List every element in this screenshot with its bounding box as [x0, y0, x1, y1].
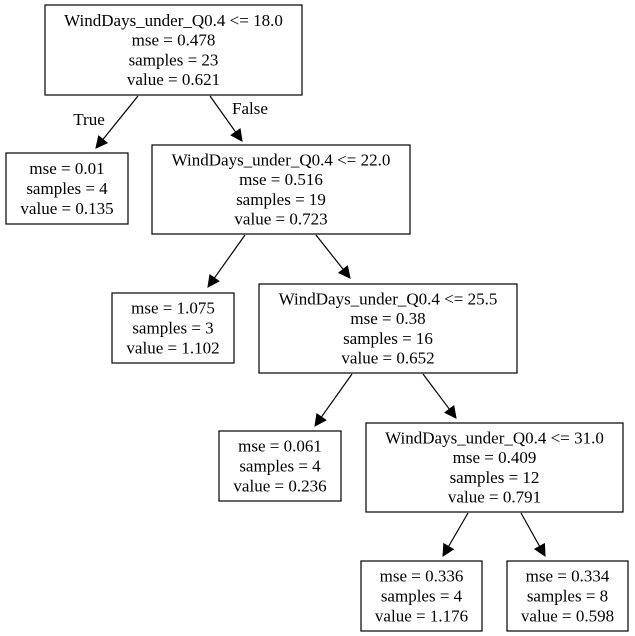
node-text-line: mse = 0.478	[132, 31, 216, 50]
edge-line	[213, 234, 246, 279]
arrowhead-icon	[533, 542, 546, 557]
node-text-line: value = 0.723	[234, 210, 327, 229]
node-text-line: samples = 3	[132, 319, 213, 338]
node-text-line: mse = 0.336	[380, 567, 464, 586]
node-text-line: samples = 4	[239, 457, 321, 476]
tree-edge-n6-n7	[442, 512, 469, 557]
tree-edge-n4-n5	[314, 373, 353, 427]
edge-line	[448, 512, 469, 547]
arrowhead-icon	[314, 412, 327, 427]
node-text-line: samples = 4	[381, 587, 463, 606]
node-text-line: value = 1.176	[375, 606, 468, 625]
node-text-line: samples = 12	[450, 468, 540, 487]
node-text-line: samples = 16	[343, 329, 433, 348]
edges-layer: True False	[73, 95, 546, 557]
arrowhead-icon	[230, 127, 243, 142]
node-text-line: value = 1.102	[126, 338, 219, 357]
edge-label: False	[232, 99, 268, 118]
edge-line	[320, 373, 353, 418]
node-text-line: samples = 19	[236, 190, 326, 209]
node-text-line: value = 0.791	[448, 488, 541, 507]
node-box	[360, 560, 483, 632]
node-text-line: mse = 0.01	[29, 159, 104, 178]
tree-edge-n4-n6	[422, 373, 457, 419]
node-text-line: mse = 0.334	[526, 567, 610, 586]
edge-label: True	[73, 110, 105, 129]
arrowhead-icon	[337, 265, 351, 279]
node-box	[506, 560, 629, 632]
node-text-line: WindDays_under_Q0.4 <= 22.0	[172, 150, 391, 169]
tree-edge-n0-n2: False	[209, 95, 268, 142]
node-text-line: mse = 0.38	[350, 309, 425, 328]
arrowhead-icon	[95, 135, 109, 149]
node-text-line: value = 0.621	[127, 70, 220, 89]
node-text-line: value = 0.135	[20, 199, 113, 218]
node-text-line: value = 0.598	[521, 606, 614, 625]
node-text-line: WindDays_under_Q0.4 <= 25.5	[279, 289, 498, 308]
tree-edge-n2-n3	[207, 234, 246, 288]
edge-line	[520, 512, 541, 547]
node-text-line: samples = 23	[129, 50, 219, 69]
node-text-line: mse = 0.061	[238, 437, 322, 456]
node-text-line: WindDays_under_Q0.4 <= 18.0	[64, 11, 283, 30]
node-box	[365, 422, 624, 513]
edge-line	[209, 95, 237, 133]
node-text-line: WindDays_under_Q0.4 <= 31.0	[385, 428, 604, 447]
node-box	[44, 4, 303, 96]
arrowhead-icon	[207, 273, 220, 288]
node-text-line: mse = 0.516	[239, 170, 323, 189]
tree-edge-n2-n4	[315, 234, 351, 279]
node-box	[218, 430, 342, 502]
node-text-line: mse = 1.075	[131, 299, 215, 318]
node-box	[151, 144, 411, 235]
node-text-line: mse = 0.409	[453, 448, 537, 467]
node-text-line: value = 0.652	[341, 349, 434, 368]
node-text-line: value = 0.236	[233, 476, 326, 495]
arrowhead-icon	[442, 542, 455, 557]
tree-edge-n6-n8	[520, 512, 546, 557]
node-box	[111, 292, 235, 364]
edge-line	[102, 95, 139, 140]
edge-line	[315, 234, 344, 270]
arrowhead-icon	[444, 405, 457, 419]
node-box	[258, 283, 518, 374]
edge-line	[422, 373, 450, 410]
node-box	[5, 152, 129, 225]
tree-edge-n0-n1: True	[73, 95, 139, 149]
node-text-line: samples = 4	[26, 179, 108, 198]
node-text-line: samples = 8	[527, 587, 608, 606]
